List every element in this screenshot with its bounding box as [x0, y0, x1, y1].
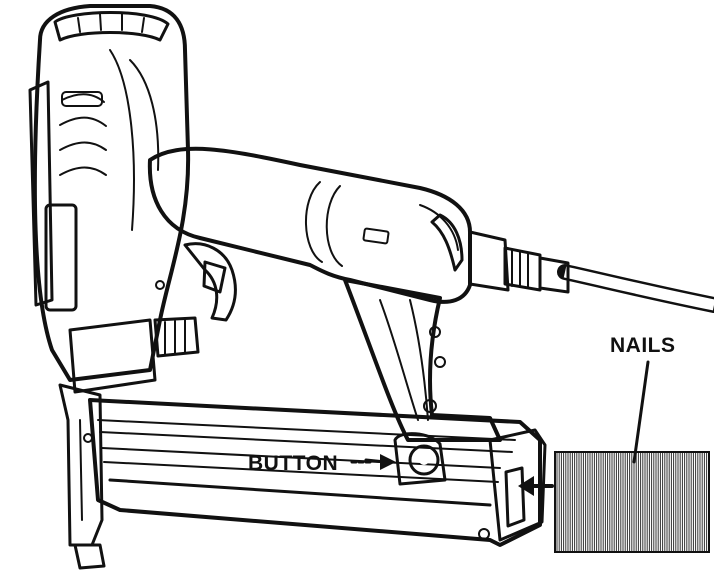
nose-tip: [58, 383, 106, 570]
nails-leader-line: [632, 360, 650, 464]
magazine: [88, 398, 547, 547]
nailer-head: RIDGID: [28, 4, 200, 394]
trigger: [155, 242, 237, 322]
insert-arrow-icon: [518, 476, 554, 496]
nails-label: NAILS: [610, 334, 676, 357]
button-label: BUTTON: [248, 452, 338, 475]
hose-coupler: [468, 230, 570, 294]
button-arrow-icon: [350, 454, 396, 470]
grip: [343, 278, 502, 442]
nail-strip: [554, 451, 710, 553]
air-hose: [557, 264, 714, 313]
brand-logo: RIDGID: [53, 251, 69, 306]
handle-body: [147, 146, 472, 304]
